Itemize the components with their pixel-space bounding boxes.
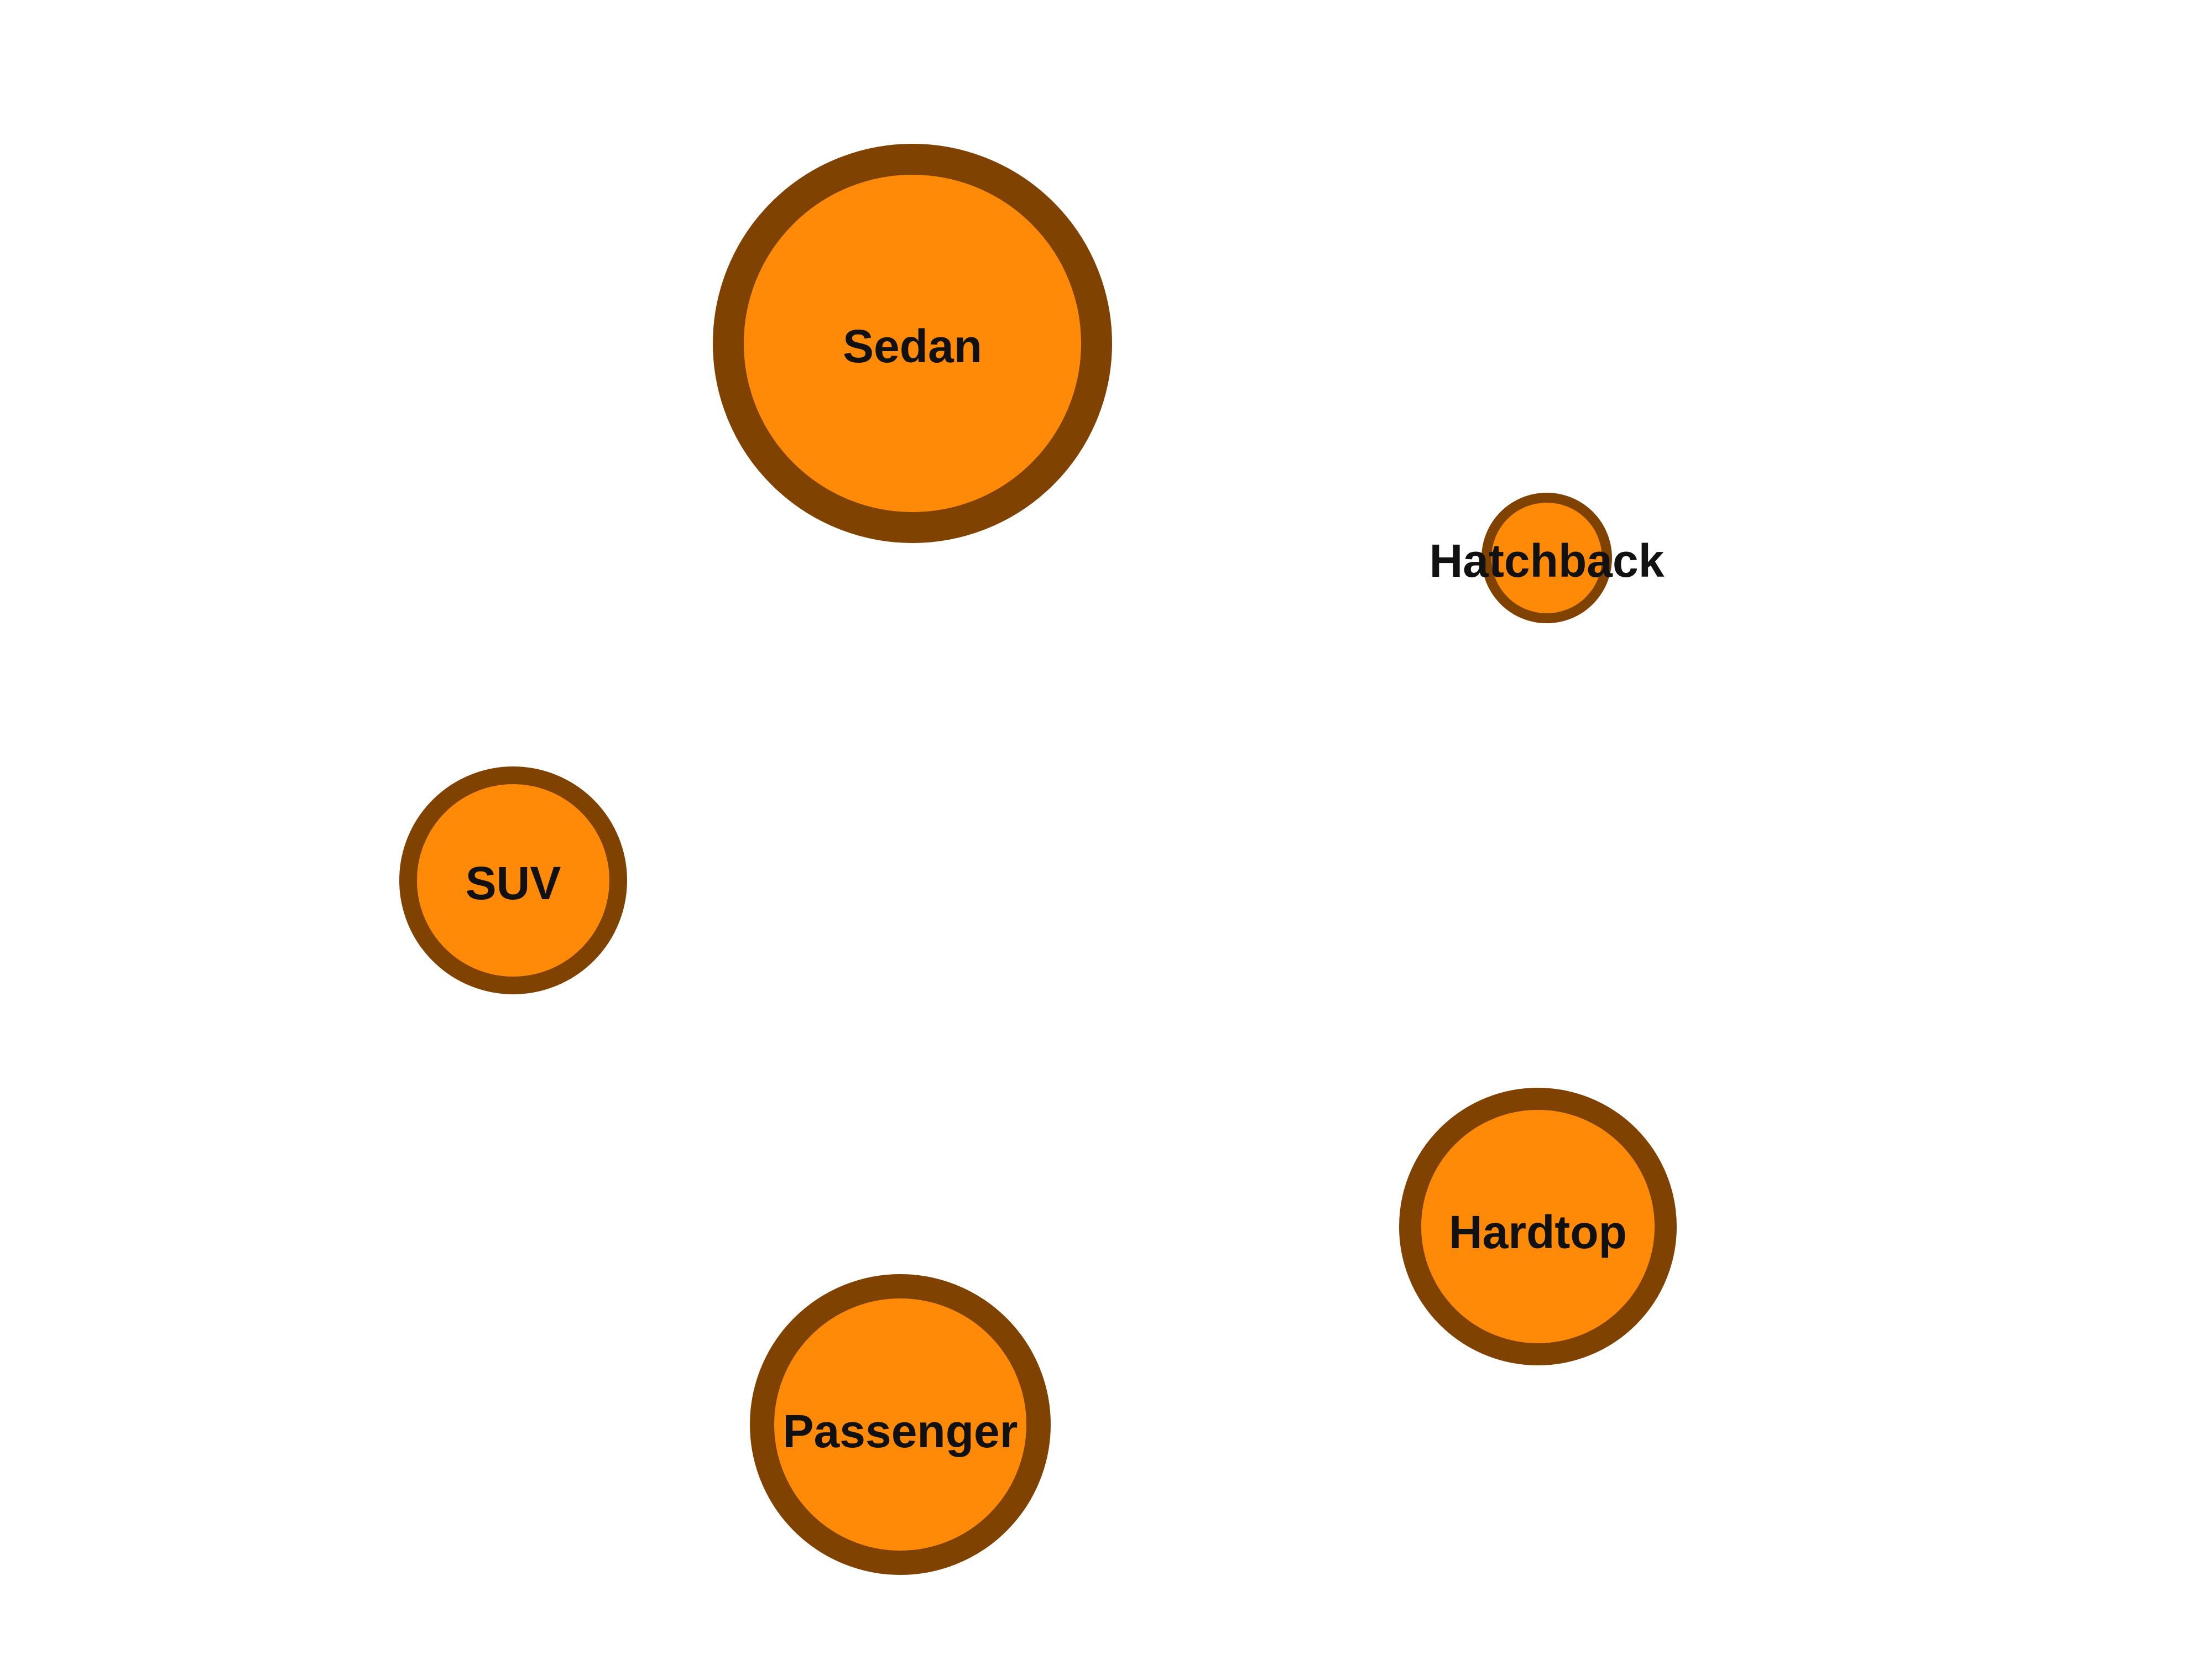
node-sedan-circle[interactable]	[713, 144, 1112, 543]
node-sedan[interactable]: Sedan	[713, 144, 1112, 543]
node-suv[interactable]: SUV	[399, 766, 627, 994]
node-sedan-label: Sedan	[843, 320, 982, 372]
node-passenger-label: Passenger	[783, 1405, 1018, 1457]
node-suv-label: SUV	[466, 857, 561, 909]
node-hardtop-circle[interactable]	[1399, 1088, 1677, 1365]
node-hardtop[interactable]: Hardtop	[1399, 1088, 1677, 1365]
node-passenger-circle[interactable]	[750, 1274, 1051, 1575]
node-hardtop-label: Hardtop	[1449, 1206, 1627, 1258]
node-hatchback-circle[interactable]	[1481, 493, 1612, 623]
node-suv-circle[interactable]	[399, 766, 627, 994]
node-hatchback[interactable]: Hatchback	[1430, 493, 1665, 623]
node-passenger[interactable]: Passenger	[750, 1274, 1051, 1575]
node-hatchback-label: Hatchback	[1430, 535, 1665, 587]
